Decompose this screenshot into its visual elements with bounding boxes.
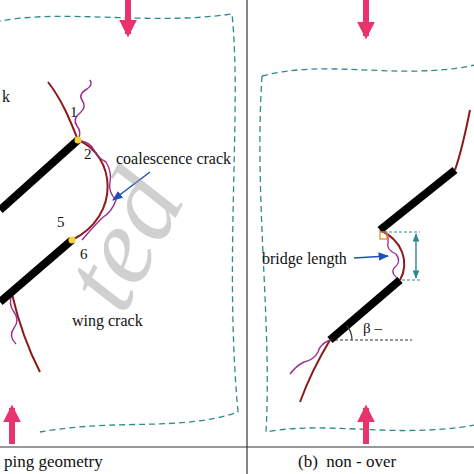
angle-arc <box>347 326 352 340</box>
crack-label: wing crack <box>72 312 143 330</box>
panel-caption: ping geometry <box>4 453 103 472</box>
load-arrow <box>363 0 369 36</box>
leader-arrow <box>354 256 388 258</box>
crack-tip-dot <box>75 137 82 144</box>
callout-number: 1 <box>70 104 78 121</box>
panel-divider <box>246 0 247 474</box>
right-angle-mark <box>380 232 387 239</box>
wing-crack <box>290 340 330 374</box>
pre-existing-flaw <box>0 140 78 210</box>
crack-label: k <box>2 88 10 106</box>
callout-number: 2 <box>84 146 92 163</box>
reference-line <box>330 340 412 341</box>
caption-rule <box>0 446 474 447</box>
wing-crack <box>300 340 330 402</box>
callout-number: 6 <box>80 246 88 263</box>
panel-caption: (b) non - over <box>298 453 396 472</box>
wing-crack <box>455 110 470 170</box>
load-arrow <box>125 0 131 34</box>
angle-label: β – <box>363 320 382 337</box>
wing-crack <box>10 294 17 344</box>
dimension-arrow <box>415 234 416 278</box>
bridge-crack <box>380 230 404 280</box>
crack-label: coalescence crack <box>116 150 231 168</box>
load-arrow <box>363 408 369 444</box>
pre-existing-flaw <box>380 170 455 230</box>
dimension-label: bridge length <box>262 250 347 268</box>
specimen-outline <box>260 64 474 432</box>
wing-crack <box>12 294 40 372</box>
callout-number: 5 <box>57 214 65 231</box>
watermark: ted <box>37 153 207 328</box>
bridge-crack <box>380 230 400 280</box>
pre-existing-flaw <box>330 280 400 340</box>
specimen-outline <box>0 14 238 432</box>
dimension-line <box>402 280 420 281</box>
load-arrow <box>9 408 15 444</box>
dimension-line <box>384 232 420 233</box>
wing-crack <box>48 82 78 140</box>
